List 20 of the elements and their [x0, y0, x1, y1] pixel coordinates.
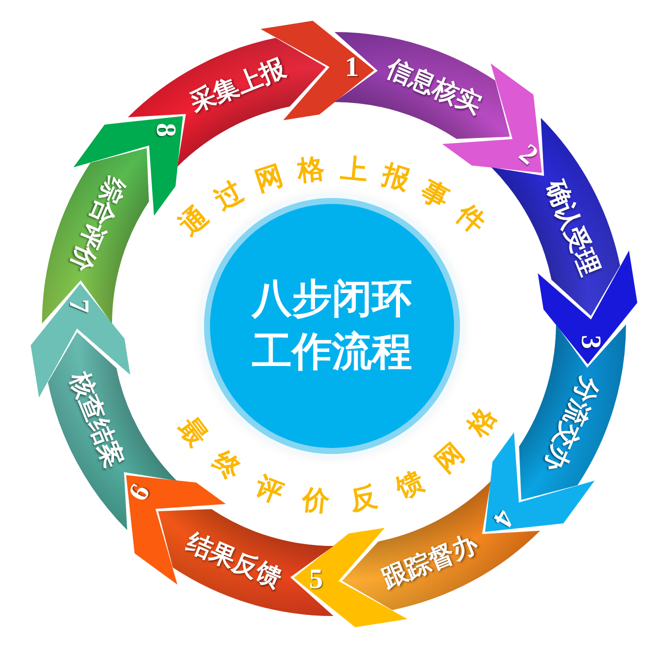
arrow-segment — [30, 284, 177, 530]
step-number: 5 — [309, 566, 324, 594]
step-number: 8 — [151, 123, 180, 138]
step-number: 2 — [514, 140, 542, 171]
step-label: 确认受理 — [542, 176, 603, 279]
step-label: 分流交办 — [540, 374, 602, 476]
step-number: 6 — [124, 480, 156, 506]
step-number: 3 — [576, 334, 604, 349]
step-label: 核查结案 — [65, 369, 126, 472]
step-label: 采集上报 — [186, 55, 289, 116]
step-label: 信息核实 — [384, 56, 486, 118]
step-number: 1 — [344, 54, 359, 82]
step-label: 综合评价 — [66, 172, 128, 274]
step-number: 4 — [486, 504, 518, 531]
arc-text: 通过网格上报事件 — [177, 152, 488, 238]
step-label: 跟踪督办 — [379, 532, 482, 593]
step-label: 结果反馈 — [182, 530, 284, 592]
center-title: 八步闭环工作流程 — [250, 276, 413, 376]
step-number: 7 — [64, 299, 92, 314]
arrow-segment — [491, 118, 638, 364]
